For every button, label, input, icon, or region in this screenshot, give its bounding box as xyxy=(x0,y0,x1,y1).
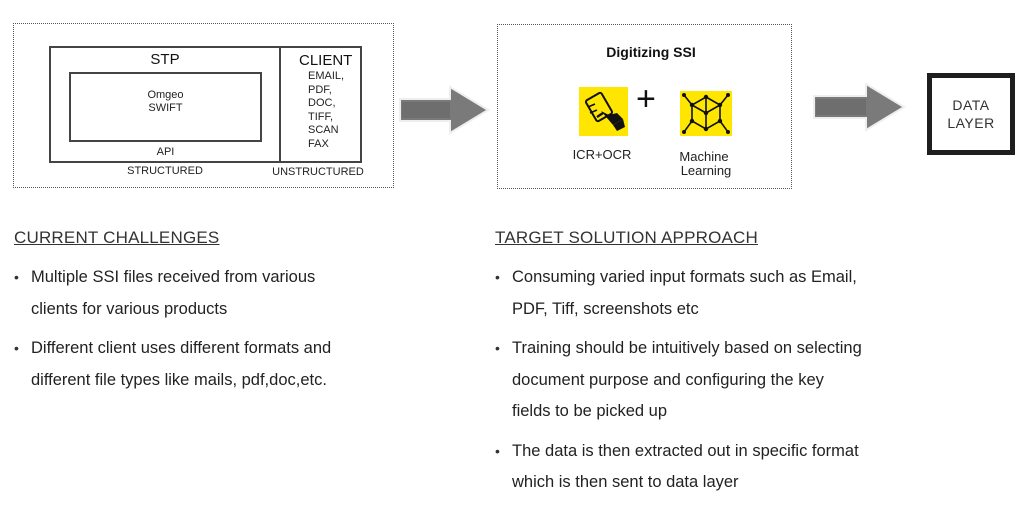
data-layer-label-line1: DATA xyxy=(952,97,990,113)
stp-protocol-swift: SWIFT xyxy=(148,102,183,114)
client-box xyxy=(279,46,362,163)
arrow-right-icon xyxy=(399,85,490,135)
client-format-item: FAX xyxy=(308,137,329,150)
machine-learning-icon xyxy=(680,91,732,136)
ml-label-line2: Learning xyxy=(680,163,732,178)
list-item-text: document purpose and configuring the key xyxy=(512,370,824,389)
solution-heading: TARGET SOLUTION APPROACH xyxy=(495,228,758,247)
client-format-item: EMAIL, xyxy=(308,70,345,82)
handwriting-icon xyxy=(579,87,628,136)
client-format-item: SCAN xyxy=(308,124,339,136)
client-title: CLIENT xyxy=(299,52,353,69)
list-item-text: Consuming varied input formats such as E… xyxy=(512,268,857,286)
list-item: Different client uses different formats … xyxy=(14,333,454,396)
list-item-text: different file types like mails, pdf,doc… xyxy=(31,370,327,389)
list-item-text: Different client uses different formats … xyxy=(31,339,332,357)
list-item: Consuming varied input formats such as E… xyxy=(495,262,1015,325)
data-layer-box: DATA LAYER xyxy=(927,73,1015,155)
arrow-right-icon xyxy=(813,82,906,132)
list-item-text: The data is then extracted out in specif… xyxy=(512,441,859,460)
challenges-heading: CURRENT CHALLENGES xyxy=(14,228,220,247)
list-item-text: fields to be picked up xyxy=(512,402,668,420)
plus-sign: + xyxy=(636,80,656,118)
icr-ocr-label: ICR+OCR xyxy=(572,147,632,162)
list-item-text: clients for various products xyxy=(31,299,228,318)
list-item-text: Training should be intuitively based on … xyxy=(512,339,862,357)
client-format-item: PDF, xyxy=(308,83,332,96)
digitizing-panel xyxy=(497,24,792,189)
unstructured-label: UNSTRUCTURED xyxy=(272,166,364,178)
solution-list: Consuming varied input formats such as E… xyxy=(495,262,1015,507)
challenges-list: Multiple SSI files received from various… xyxy=(14,262,454,404)
data-layer-label-line2: LAYER xyxy=(947,115,995,131)
list-item: Multiple SSI files received from various… xyxy=(14,262,454,325)
list-item-text: Multiple SSI files received from various xyxy=(31,268,316,286)
stp-protocol-omgeo: Omgeo xyxy=(147,89,184,101)
list-item-text: which is then sent to data layer xyxy=(512,473,739,491)
list-item: The data is then extracted out in specif… xyxy=(495,436,1015,499)
sources-panel xyxy=(13,23,394,188)
ml-label-line1: Machine xyxy=(679,149,729,164)
client-format-item: TIFF, xyxy=(308,110,334,123)
list-item: Training should be intuitively based on … xyxy=(495,333,1015,428)
stp-title: STP xyxy=(150,51,180,68)
stp-inner-box xyxy=(69,72,262,142)
list-item-text: PDF, Tiff, screenshots etc xyxy=(512,299,699,318)
client-format-list: EMAIL, PDF, DOC, TIFF, SCAN FAX xyxy=(308,70,358,151)
structured-label: STRUCTURED xyxy=(127,165,203,177)
client-format-item: DOC, xyxy=(308,97,336,109)
api-label: API xyxy=(156,146,175,158)
digitizing-title: Digitizing SSI xyxy=(606,44,696,60)
